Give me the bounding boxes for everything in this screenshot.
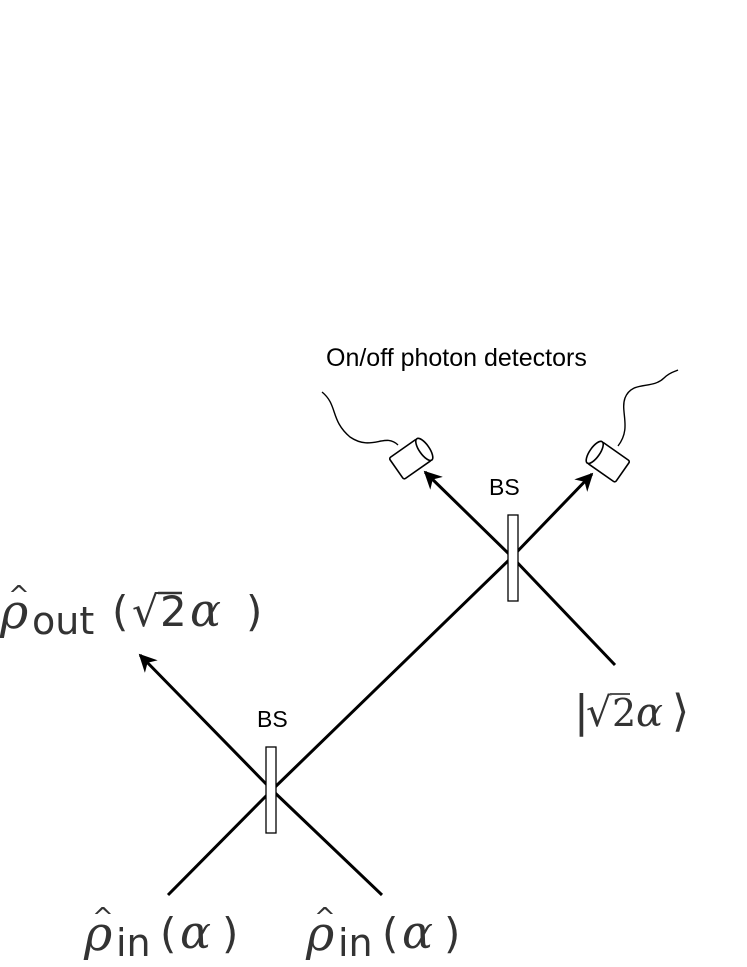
- svg-text:^: ^: [8, 581, 30, 611]
- detector-wire-left: [321, 391, 399, 446]
- input-state-label-right: ρ ^ in ( α ): [305, 903, 460, 965]
- svg-text:(: (: [112, 587, 128, 636]
- beam-input-left: [166, 788, 274, 897]
- beam-output: [138, 653, 274, 792]
- photon-detector-right: [585, 440, 631, 483]
- beam-to-left-detector: [423, 470, 514, 559]
- beam-coherent-input: [510, 555, 617, 667]
- svg-text:): ): [444, 909, 460, 958]
- input-state-label-left: ρ ^ in ( α ): [83, 903, 238, 965]
- svg-text:): ): [222, 909, 238, 958]
- svg-text:|: |: [574, 686, 589, 737]
- svg-text:α: α: [402, 905, 433, 959]
- svg-text:2: 2: [160, 587, 187, 636]
- svg-text:^: ^: [92, 903, 114, 933]
- svg-text:⟩: ⟩: [672, 686, 689, 737]
- beam-input-right: [270, 788, 384, 897]
- svg-text:√: √: [132, 587, 159, 636]
- svg-text:): ): [246, 587, 262, 636]
- svg-text:α: α: [180, 905, 211, 959]
- beam-splitter-top-label: BS: [489, 474, 520, 500]
- svg-text:out: out: [32, 599, 94, 643]
- svg-text:ρ: ρ: [305, 906, 334, 962]
- detectors-label: On/off photon detectors: [326, 344, 587, 372]
- svg-text:ρ: ρ: [0, 584, 28, 640]
- beam-middle: [270, 555, 514, 792]
- beam-splitter-bottom-label: BS: [257, 706, 288, 732]
- svg-text:ρ: ρ: [83, 906, 112, 962]
- svg-text:(: (: [160, 909, 176, 958]
- svg-text:α: α: [190, 583, 221, 637]
- photon-detector-left: [388, 437, 434, 480]
- coherent-state-label: | √ 2 α ⟩: [574, 686, 689, 737]
- beam-to-right-detector: [510, 472, 594, 559]
- output-state-label: ρ ^ out ( √ 2 α ): [0, 581, 262, 643]
- svg-text:2: 2: [612, 691, 636, 735]
- detector-wire-right: [617, 369, 679, 447]
- svg-text:(: (: [382, 909, 398, 958]
- svg-text:α: α: [636, 690, 663, 736]
- svg-text:in: in: [116, 921, 151, 965]
- svg-text:^: ^: [314, 903, 336, 933]
- beam-splitter-bottom: [265, 746, 277, 834]
- svg-text:in: in: [338, 921, 373, 965]
- beam-splitter-top: [507, 514, 519, 602]
- svg-text:√: √: [586, 690, 612, 736]
